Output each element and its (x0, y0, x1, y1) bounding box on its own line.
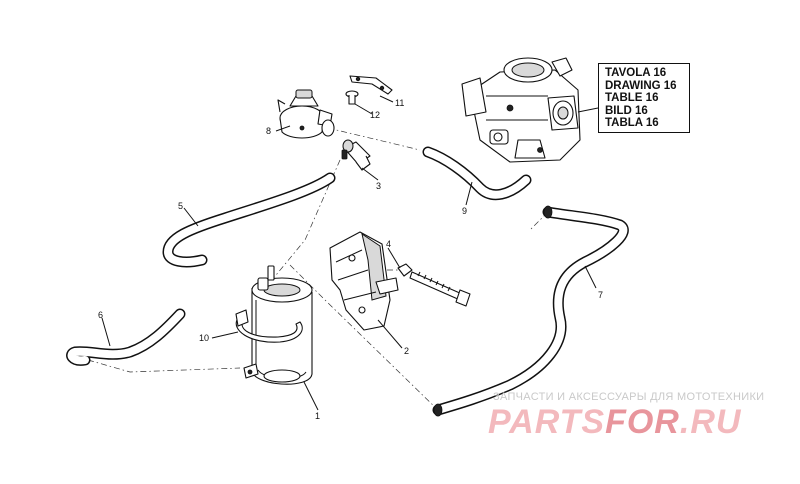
callout-3: 3 (376, 181, 381, 191)
watermark-tagline: ЗАПЧАСТИ И АКСЕССУАРЫ ДЛЯ МОТОТЕХНИКИ (493, 391, 765, 403)
ref-line-bild: BILD 16 (605, 104, 648, 117)
callout-6: 6 (98, 310, 103, 320)
ref-line-drawing: DRAWING 16 (605, 79, 677, 92)
hose-9 (422, 146, 532, 201)
connection-lines (87, 127, 549, 413)
watermark-logo-ru: .RU (679, 403, 742, 441)
clamp-10 (235, 309, 303, 343)
watermark-logo-for: FOR (605, 403, 680, 441)
callout-8: 8 (266, 126, 271, 136)
hose-6 (66, 308, 186, 366)
callout-5: 5 (178, 201, 183, 211)
callout-2: 2 (404, 346, 409, 356)
callout-10: 10 (199, 333, 209, 343)
throttle-body (461, 57, 581, 163)
ref-line-table: TABLE 16 (605, 92, 659, 104)
hose-7 (432, 205, 629, 417)
ref-line-tabla: TABLA 16 (605, 117, 659, 129)
leader-lines (101, 95, 599, 411)
callout-9: 9 (462, 206, 467, 216)
callout-12: 12 (370, 110, 380, 120)
connector-3 (341, 139, 371, 171)
callout-1: 1 (315, 411, 320, 421)
hose-5 (162, 172, 336, 268)
drawing-reference-box: TAVOLA 16 DRAWING 16 TABLE 16 BILD 16 TA… (598, 63, 690, 133)
watermark-logo: PARTSFOR.RU (488, 402, 741, 442)
callout-7: 7 (598, 290, 603, 300)
bracket-2 (329, 231, 399, 331)
bracket-11 (349, 75, 393, 95)
ref-line-tavola: TAVOLA 16 (605, 67, 667, 79)
callout-4: 4 (386, 239, 391, 249)
bolt-4 (397, 263, 471, 307)
callout-11: 11 (395, 98, 404, 108)
screw-12 (345, 90, 359, 105)
canister-1 (243, 265, 313, 385)
valve-8 (277, 89, 335, 139)
watermark-logo-parts: PARTS (488, 403, 606, 441)
